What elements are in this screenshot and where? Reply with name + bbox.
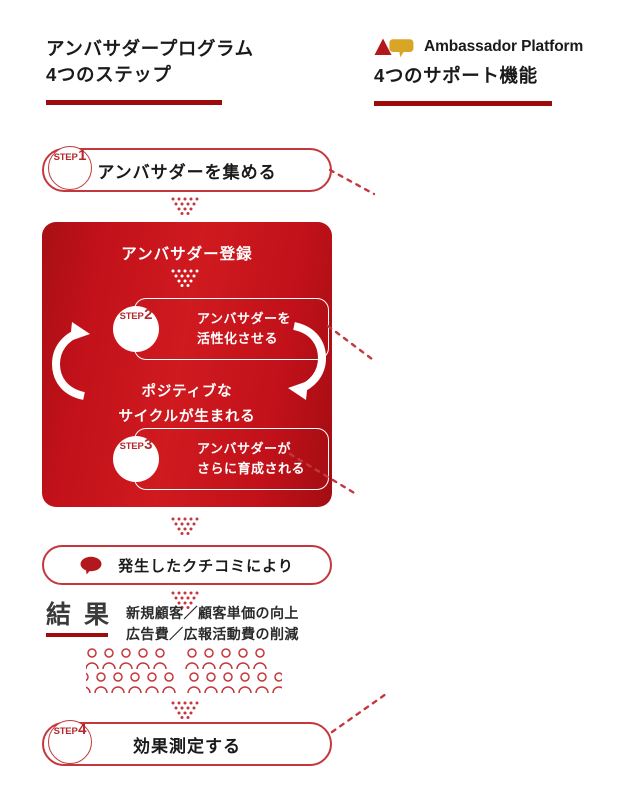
ambassador-platform-logo: Ambassador Platform bbox=[374, 36, 614, 58]
step3-line1: アンバサダーが bbox=[197, 441, 291, 456]
step2-line2: 活性化させる bbox=[197, 331, 279, 346]
left-heading-underline bbox=[46, 100, 222, 105]
connector-step2 bbox=[326, 324, 378, 364]
step3-badge-word: STEP bbox=[119, 441, 144, 452]
cycle-arrow-up-icon bbox=[51, 322, 90, 400]
logo-wordmark: Ambassador Platform bbox=[424, 38, 584, 55]
result-kanji-underline bbox=[46, 633, 108, 637]
left-column-heading: アンバサダープログラム 4つのステップ bbox=[46, 36, 346, 105]
logo-mark-icon bbox=[374, 38, 414, 57]
result-kanji-group: 結 果 bbox=[46, 600, 112, 637]
step2-line1: アンバサダーを bbox=[197, 311, 291, 326]
people-row1-left bbox=[86, 648, 167, 670]
result-line2: 広告費／広報活動費の削減 bbox=[125, 626, 299, 642]
dotted-down-arrow-icon bbox=[171, 197, 199, 215]
connector-step4 bbox=[330, 692, 388, 734]
result-text: 新規顧客／顧客単価の向上 広告費／広報活動費の削減 bbox=[126, 600, 299, 645]
left-heading-line2: 4つのステップ bbox=[46, 64, 172, 85]
dotted-down-arrow-icon-4 bbox=[171, 701, 199, 719]
dotted-down-arrow-icon-2 bbox=[171, 517, 199, 535]
step4-badge-number: 4 bbox=[78, 721, 87, 738]
speech-bubble-icon bbox=[80, 556, 102, 574]
result-block: 結 果 新規顧客／顧客単価の向上 広告費／広報活動費の削減 bbox=[46, 600, 299, 645]
dotted-down-arrow-icon-3 bbox=[171, 591, 199, 609]
step4-badge-word: STEP bbox=[53, 726, 78, 737]
right-column-heading: Ambassador Platform 4つのサポート機能 bbox=[374, 36, 614, 106]
step3-text: アンバサダーが さらに育成される bbox=[197, 439, 305, 479]
cycle-line1: ポジティブな bbox=[141, 384, 233, 400]
step2-badge-number: 2 bbox=[144, 306, 153, 323]
cycle-arrow-down-icon bbox=[288, 322, 327, 400]
panel-dotted-down-arrow-icon bbox=[171, 269, 199, 287]
step4-pill[interactable]: 効果測定する bbox=[42, 722, 332, 766]
step1-badge-word: STEP bbox=[53, 152, 78, 163]
step4-label: 効果測定する bbox=[133, 736, 241, 756]
result-line1: 新規顧客／顧客単価の向上 bbox=[125, 605, 299, 621]
step3-badge-number: 3 bbox=[144, 436, 153, 453]
right-heading-title: 4つのサポート機能 bbox=[374, 65, 538, 86]
result-kanji: 結 果 bbox=[46, 601, 112, 629]
cycle-line2: サイクルが生まれる bbox=[118, 409, 256, 425]
word-of-mouth-label: 発生したクチコミにより bbox=[118, 557, 294, 575]
people-row2-right bbox=[187, 672, 282, 694]
step2-badge-word: STEP bbox=[119, 311, 144, 322]
people-row2-left bbox=[86, 672, 176, 694]
connector-step1 bbox=[328, 168, 376, 196]
step3-line2: さらに育成される bbox=[197, 461, 306, 476]
word-of-mouth-pill[interactable]: 発生したクチコミにより bbox=[42, 545, 332, 585]
step1-label: アンバサダーを集める bbox=[97, 162, 277, 182]
left-heading-line1: アンバサダープログラム bbox=[46, 38, 254, 59]
step2-text: アンバサダーを 活性化させる bbox=[197, 309, 291, 349]
step1-badge-number: 1 bbox=[78, 147, 87, 164]
cycle-text: ポジティブな サイクルが生まれる bbox=[42, 380, 332, 430]
panel-title: アンバサダー登録 bbox=[121, 246, 253, 263]
connector-step3 bbox=[288, 452, 358, 496]
people-crowd-icon bbox=[86, 648, 282, 694]
right-heading-underline bbox=[374, 101, 552, 106]
people-row1-right bbox=[185, 648, 267, 670]
